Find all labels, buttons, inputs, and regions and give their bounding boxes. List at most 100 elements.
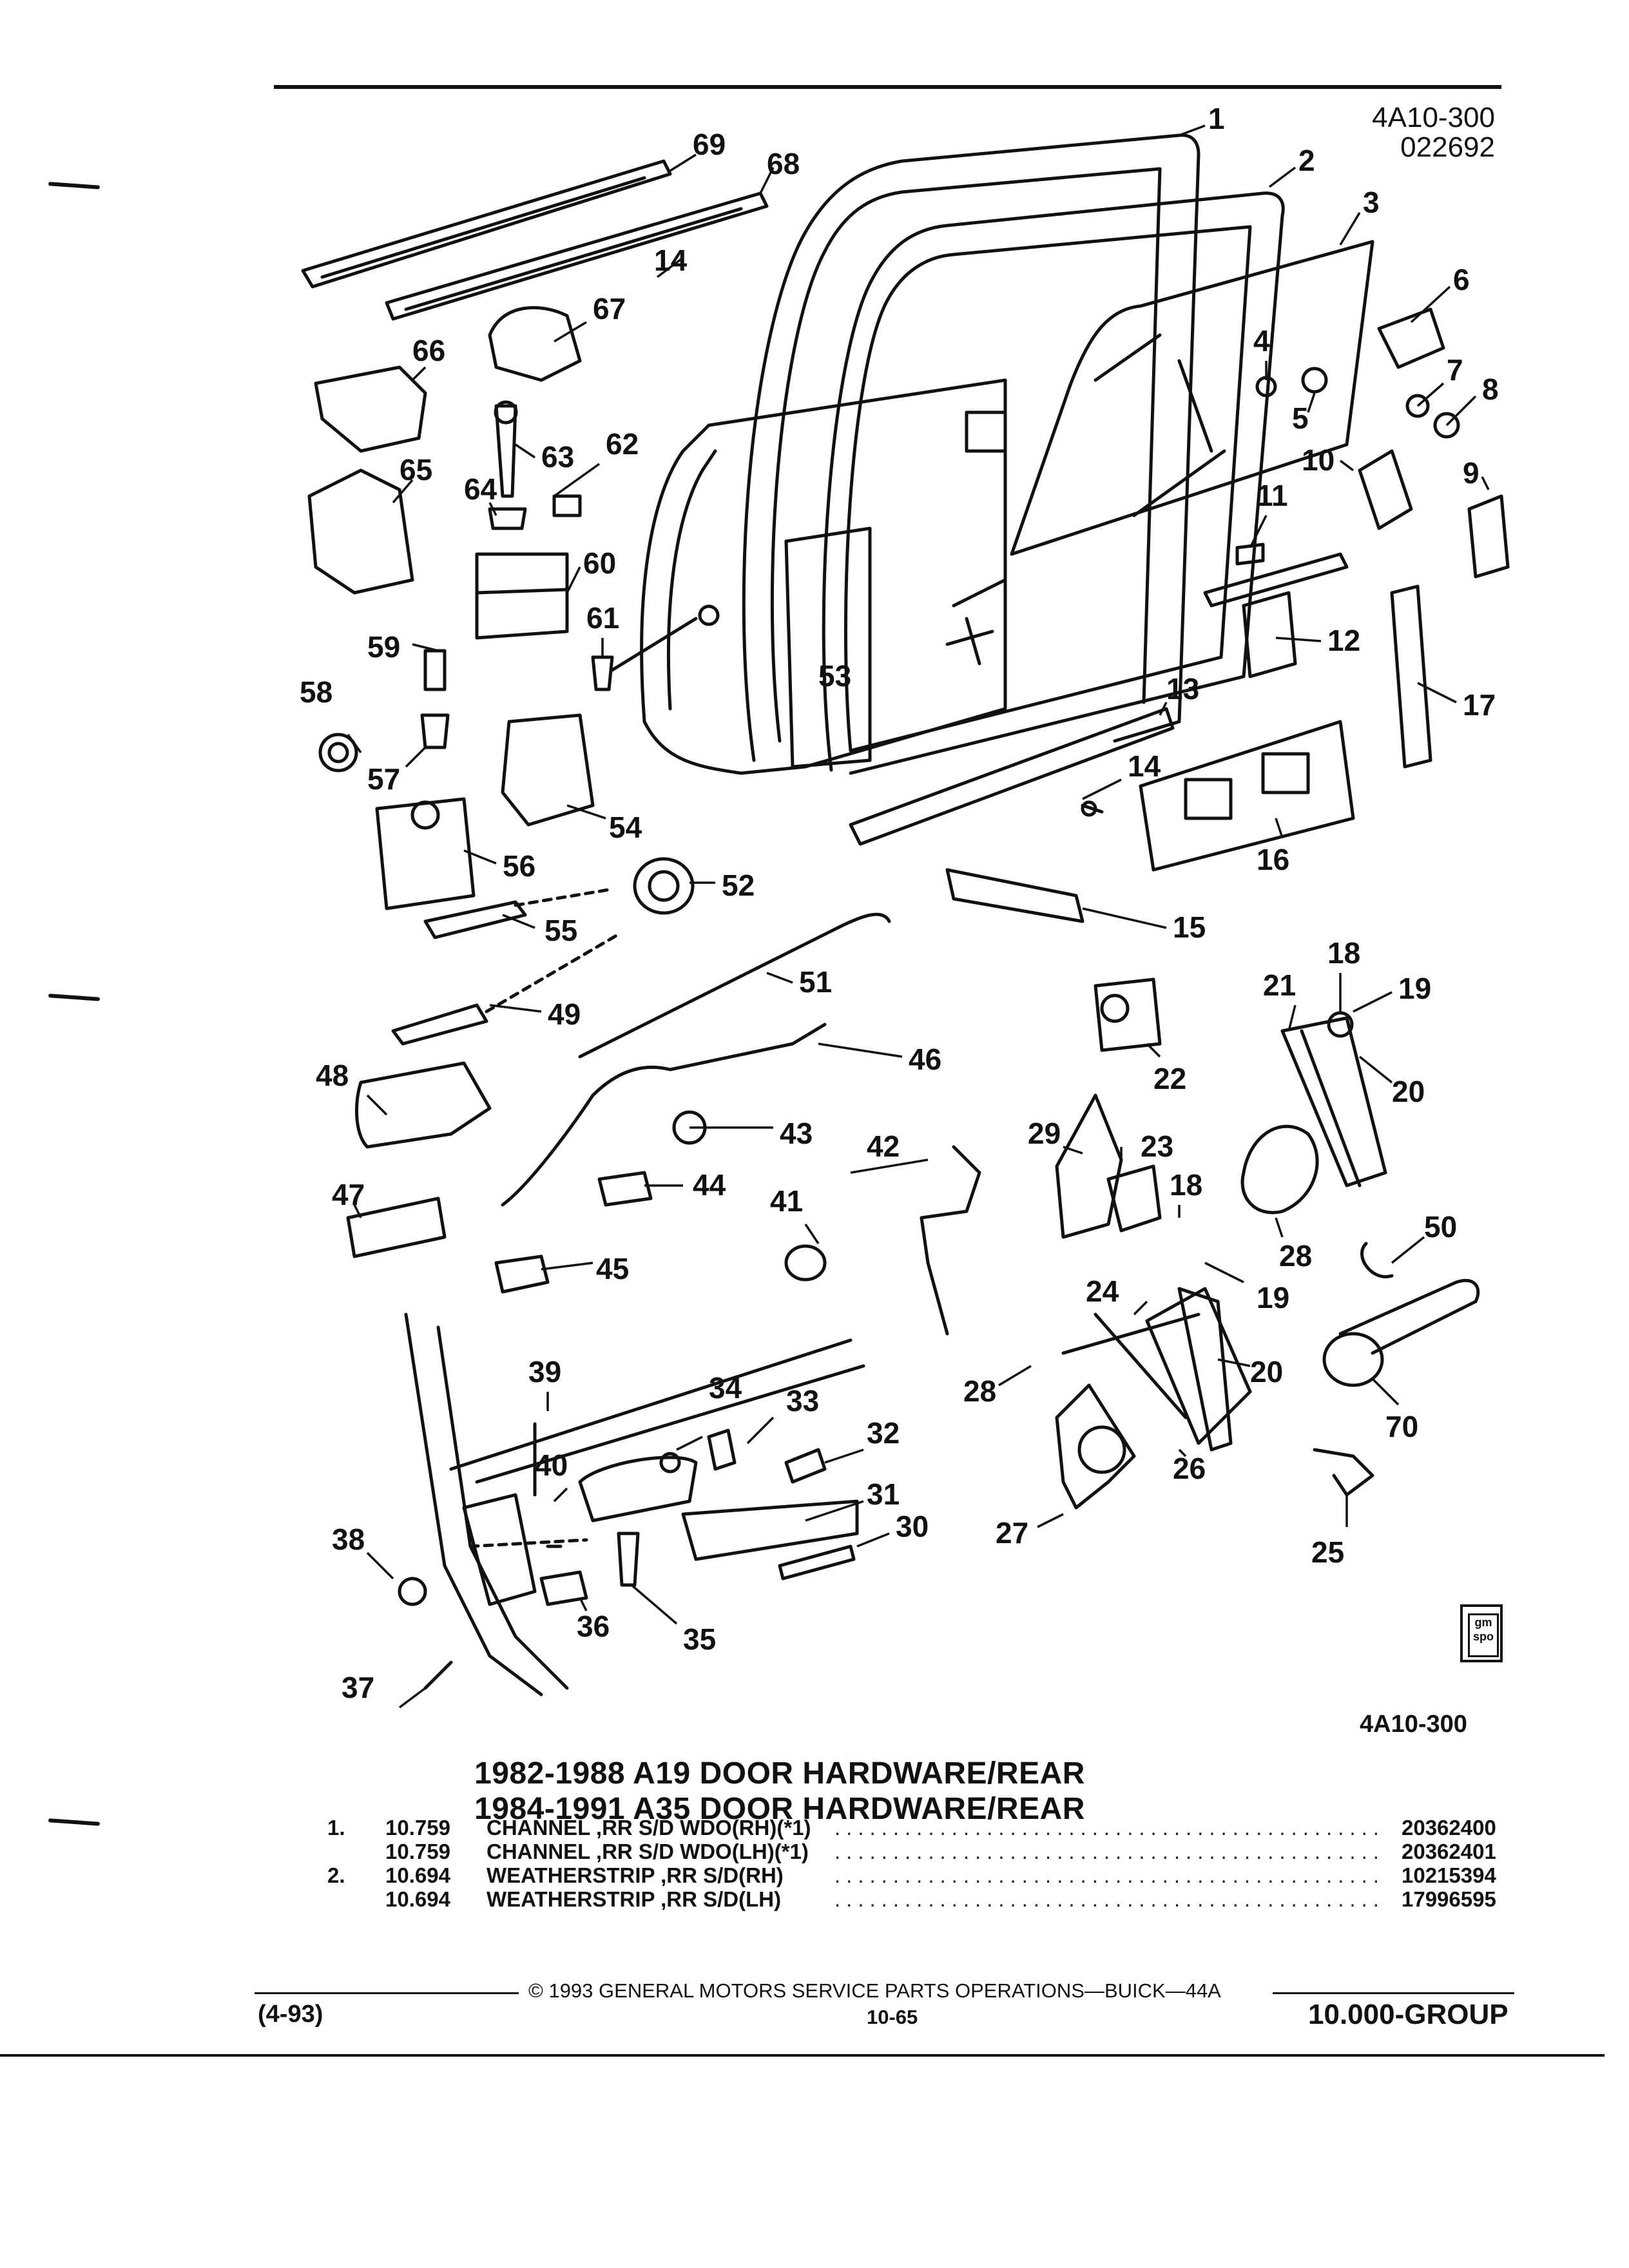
- callout-27: 27: [996, 1516, 1028, 1550]
- callout-18-b: 18: [1170, 1168, 1202, 1202]
- title-line-2: 1984-1991 A35 DOOR HARDWARE/REAR: [474, 1792, 1085, 1826]
- part-description: CHANNEL ,RR S/D WDO(RH)(*1): [487, 1816, 811, 1840]
- header-number: 022692: [1400, 131, 1495, 163]
- callout-26: 26: [1173, 1452, 1206, 1485]
- footer-rule-left: [255, 1992, 519, 1994]
- callout-43: 43: [780, 1117, 813, 1150]
- callout-14-b: 14: [654, 244, 688, 277]
- title-block: 1982-1988 A19 DOOR HARDWARE/REAR 1984-19…: [277, 1756, 1282, 1827]
- callout-61: 61: [586, 601, 619, 635]
- callout-54: 54: [609, 811, 642, 844]
- callout-50: 50: [1424, 1210, 1457, 1244]
- callout-69: 69: [693, 128, 726, 161]
- callout-66: 66: [412, 334, 445, 367]
- footer-page: 10-65: [867, 2006, 918, 2028]
- footer-group: 10.000-GROUP: [1308, 1999, 1509, 2030]
- callout-57: 57: [367, 762, 400, 796]
- parts-diagram: 1 2 3 4 5 6 7 8 9 10 11 12 13 14 14 15 1…: [300, 102, 1510, 1709]
- callout-40: 40: [535, 1448, 568, 1482]
- callout-67: 67: [593, 292, 626, 325]
- group-number: 10.694: [385, 1863, 450, 1887]
- logo-inner: gm spo: [1468, 1613, 1499, 1657]
- part-number: 20362401: [1402, 1840, 1496, 1863]
- callout-55: 55: [545, 914, 577, 947]
- header-code-block: 4A10-300 022692: [1289, 103, 1495, 162]
- callout-42: 42: [867, 1129, 900, 1163]
- header-rule: [274, 85, 1501, 89]
- callout-19: 19: [1398, 972, 1431, 1005]
- callout-1: 1: [1208, 102, 1225, 135]
- callout-13: 13: [1166, 672, 1199, 706]
- callout-44: 44: [693, 1168, 726, 1202]
- callout-7: 7: [1447, 353, 1463, 387]
- callout-28: 28: [1279, 1239, 1312, 1273]
- leader-dots: ........................................…: [834, 1863, 1385, 1887]
- callout-60: 60: [583, 546, 616, 580]
- callout-46: 46: [909, 1043, 941, 1076]
- callout-56: 56: [503, 849, 535, 883]
- callout-28-b: 28: [963, 1374, 996, 1408]
- callout-12: 12: [1327, 624, 1360, 657]
- callout-45: 45: [596, 1252, 629, 1285]
- binder-mark: [48, 1818, 101, 1826]
- group-number: 10.759: [385, 1840, 450, 1863]
- callout-4: 4: [1253, 324, 1270, 358]
- callout-63: 63: [541, 440, 574, 474]
- callout-53: 53: [818, 659, 851, 693]
- callout-68: 68: [767, 147, 800, 180]
- callout-18: 18: [1327, 936, 1360, 970]
- callout-32: 32: [867, 1416, 900, 1450]
- callout-16: 16: [1257, 843, 1289, 876]
- callout-23: 23: [1141, 1129, 1173, 1163]
- title-line-1: 1982-1988 A19 DOOR HARDWARE/REAR: [474, 1756, 1085, 1791]
- callout-47: 47: [332, 1178, 365, 1211]
- callout-70: 70: [1385, 1410, 1418, 1443]
- footer-copyright: © 1993 GENERAL MOTORS SERVICE PARTS OPER…: [528, 1979, 1221, 2002]
- callout-58: 58: [300, 675, 333, 709]
- callout-8: 8: [1482, 372, 1499, 406]
- callout-36: 36: [577, 1610, 610, 1643]
- callout-48: 48: [316, 1059, 349, 1092]
- callout-20: 20: [1392, 1075, 1425, 1108]
- callout-51: 51: [799, 965, 832, 999]
- callout-19-b: 19: [1257, 1281, 1289, 1314]
- callout-22: 22: [1153, 1062, 1186, 1095]
- leader-dots: ........................................…: [834, 1840, 1385, 1863]
- callout-39: 39: [528, 1355, 561, 1389]
- part-description: WEATHERSTRIP ,RR S/D(LH): [487, 1887, 782, 1911]
- header-code: 4A10-300: [1372, 102, 1495, 133]
- callout-2: 2: [1298, 144, 1315, 177]
- leader-dots: ........................................…: [834, 1816, 1385, 1840]
- part-description: WEATHERSTRIP ,RR S/D(RH): [487, 1863, 784, 1887]
- callout-64: 64: [464, 472, 497, 506]
- callout-9: 9: [1463, 456, 1480, 490]
- callout-62: 62: [606, 427, 639, 461]
- callout-52: 52: [722, 869, 755, 902]
- group-number: 10.694: [385, 1887, 450, 1911]
- callout-3: 3: [1363, 186, 1380, 219]
- footer-rule-right: [1273, 1992, 1514, 1994]
- callout-37: 37: [342, 1671, 374, 1704]
- part-number: 20362400: [1402, 1816, 1496, 1840]
- page-bottom-rule: [0, 2054, 1605, 2057]
- callout-34: 34: [709, 1371, 742, 1405]
- part-number: 10215394: [1402, 1863, 1496, 1887]
- callout-21: 21: [1263, 968, 1296, 1002]
- callout-33: 33: [786, 1384, 819, 1418]
- callout-38: 38: [332, 1523, 365, 1556]
- callout-49: 49: [548, 997, 581, 1031]
- callout-6: 6: [1453, 263, 1470, 296]
- callout-41: 41: [770, 1184, 803, 1218]
- part-number: 17996595: [1402, 1887, 1496, 1911]
- callout-31: 31: [867, 1477, 900, 1511]
- callout-20-b: 20: [1250, 1355, 1283, 1389]
- footer-date: (4-93): [258, 2001, 323, 2028]
- callout-35: 35: [683, 1622, 716, 1656]
- group-number: 10.759: [385, 1816, 450, 1840]
- callout-24: 24: [1086, 1274, 1119, 1308]
- callout-25: 25: [1311, 1535, 1344, 1569]
- callout-29: 29: [1028, 1117, 1061, 1150]
- callout-59: 59: [367, 630, 400, 664]
- item-number: 2.: [327, 1863, 345, 1887]
- callout-65: 65: [400, 453, 432, 486]
